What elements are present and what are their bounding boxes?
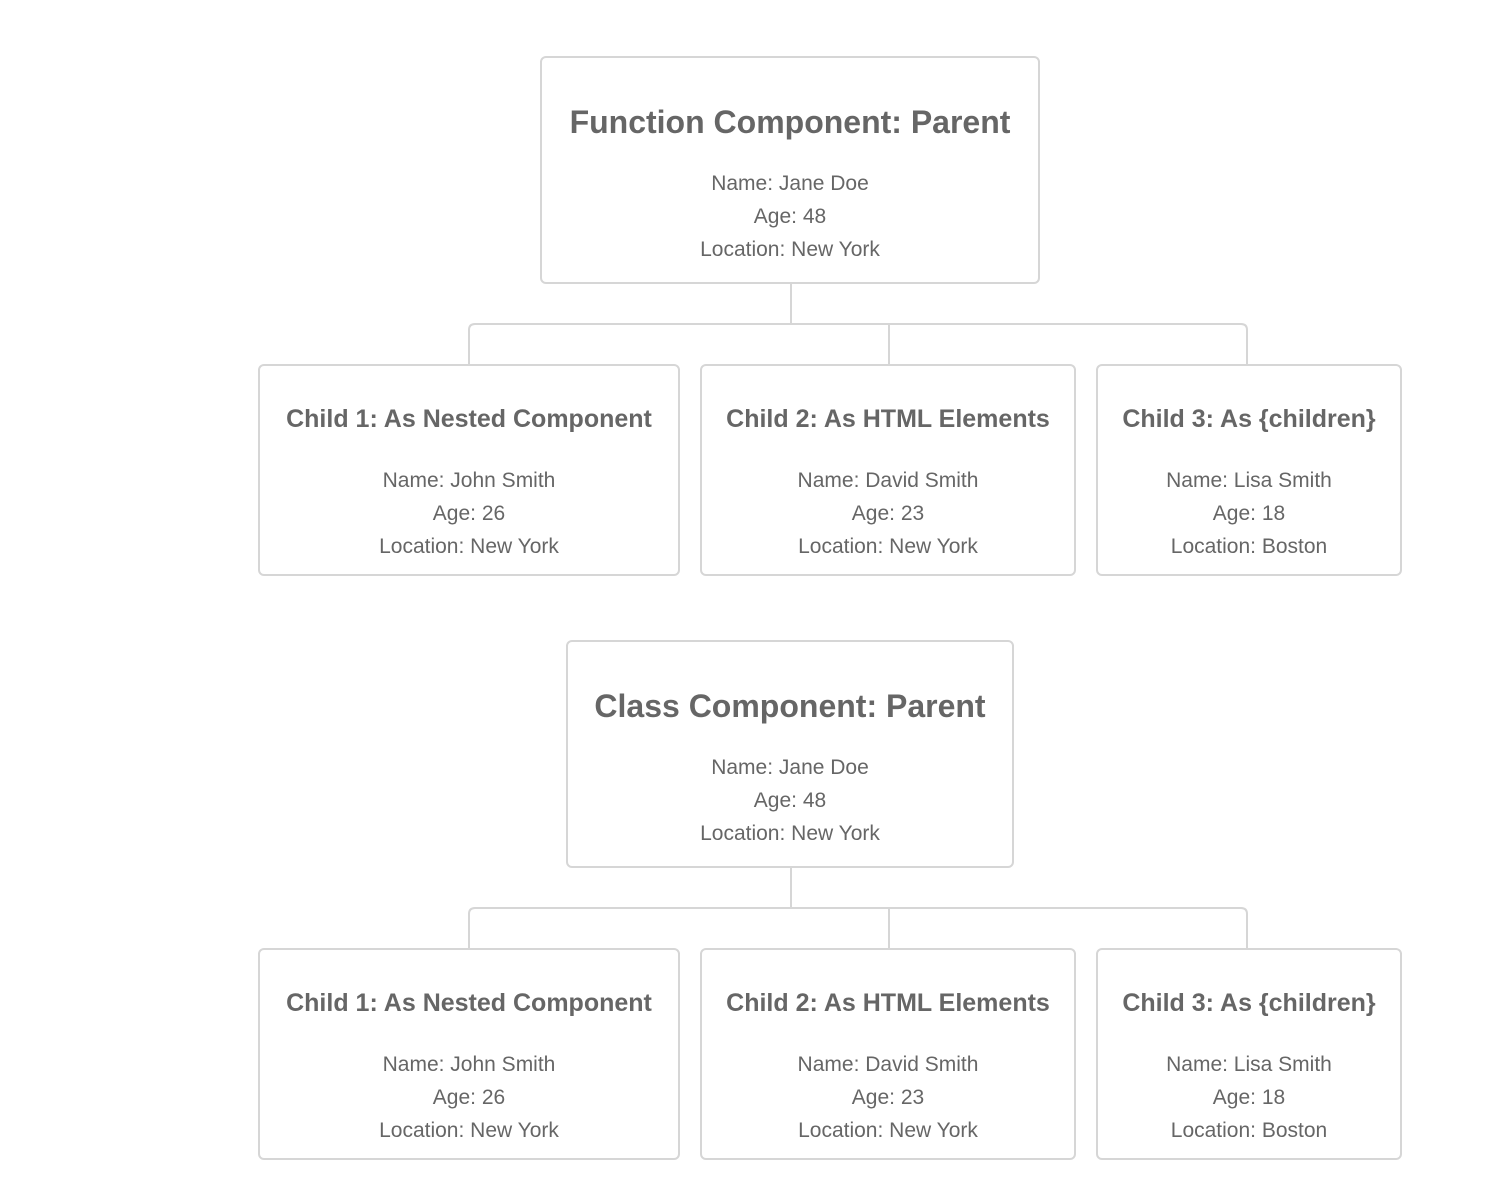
child-card-3: Child 3: As {children} Name: Lisa Smith … <box>1096 948 1402 1160</box>
child-location: Location: New York <box>379 535 559 558</box>
child-card-2: Child 2: As HTML Elements Name: David Sm… <box>700 364 1076 576</box>
parent-name: Name: Jane Doe <box>711 172 869 195</box>
child-location: Location: New York <box>798 1119 978 1142</box>
child-age: Age: 18 <box>1212 1086 1286 1109</box>
child-title: Child 2: As HTML Elements <box>726 405 1050 433</box>
tree-connectors <box>468 284 1248 364</box>
parent-info: Name: Jane Doe Age: 48 Location: New Yor… <box>568 751 1012 850</box>
child-age: Age: 26 <box>432 1086 506 1109</box>
child-age: Age: 26 <box>432 502 506 525</box>
child-title: Child 1: As Nested Component <box>286 989 652 1017</box>
parent-age: Age: 48 <box>753 789 827 812</box>
parent-age: Age: 48 <box>753 205 827 228</box>
child-title: Child 1: As Nested Component <box>286 405 652 433</box>
parent-location: Location: New York <box>700 238 880 261</box>
parent-info: Name: Jane Doe Age: 48 Location: New Yor… <box>542 167 1038 266</box>
function-component-tree: Function Component: Parent Name: Jane Do… <box>0 56 1500 576</box>
child-name: Name: Lisa Smith <box>1166 1053 1332 1076</box>
parent-card: Class Component: Parent Name: Jane Doe A… <box>566 640 1014 868</box>
child-card-3: Child 3: As {children} Name: Lisa Smith … <box>1096 364 1402 576</box>
child-age: Age: 18 <box>1212 502 1286 525</box>
class-component-tree: Class Component: Parent Name: Jane Doe A… <box>0 640 1500 1160</box>
parent-location: Location: New York <box>700 822 880 845</box>
parent-name: Name: Jane Doe <box>711 756 869 779</box>
child-info: Name: David Smith Age: 23 Location: New … <box>702 1048 1074 1147</box>
child-name: Name: John Smith <box>382 1053 556 1076</box>
child-name: Name: John Smith <box>382 469 556 492</box>
child-location: Location: New York <box>798 535 978 558</box>
child-info: Name: John Smith Age: 26 Location: New Y… <box>260 1048 678 1147</box>
child-name: Name: David Smith <box>797 469 979 492</box>
child-info: Name: John Smith Age: 26 Location: New Y… <box>260 464 678 563</box>
parent-card: Function Component: Parent Name: Jane Do… <box>540 56 1040 284</box>
child-card-1: Child 1: As Nested Component Name: John … <box>258 948 680 1160</box>
child-age: Age: 23 <box>851 1086 925 1109</box>
child-name: Name: Lisa Smith <box>1166 469 1332 492</box>
child-location: Location: Boston <box>1170 1119 1328 1142</box>
child-title: Child 3: As {children} <box>1122 989 1376 1017</box>
child-location: Location: Boston <box>1170 535 1328 558</box>
tree-connectors <box>468 868 1248 948</box>
child-info: Name: Lisa Smith Age: 18 Location: Bosto… <box>1098 1048 1400 1147</box>
child-info: Name: David Smith Age: 23 Location: New … <box>702 464 1074 563</box>
child-title: Child 3: As {children} <box>1122 405 1376 433</box>
child-title: Child 2: As HTML Elements <box>726 989 1050 1017</box>
parent-title: Function Component: Parent <box>569 104 1011 140</box>
child-age: Age: 23 <box>851 502 925 525</box>
child-location: Location: New York <box>379 1119 559 1142</box>
child-info: Name: Lisa Smith Age: 18 Location: Bosto… <box>1098 464 1400 563</box>
child-card-2: Child 2: As HTML Elements Name: David Sm… <box>700 948 1076 1160</box>
child-card-1: Child 1: As Nested Component Name: John … <box>258 364 680 576</box>
child-name: Name: David Smith <box>797 1053 979 1076</box>
parent-title: Class Component: Parent <box>594 688 986 724</box>
